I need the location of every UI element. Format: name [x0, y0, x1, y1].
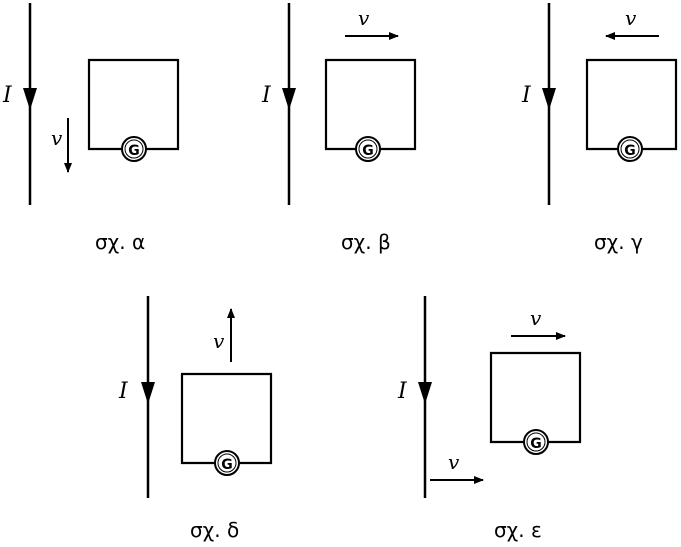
current-label-e: I: [397, 379, 408, 404]
svg-text:G: G: [128, 143, 140, 159]
velocity-label-d: v: [213, 329, 225, 353]
current-label-b: I: [261, 83, 272, 108]
velocity-label-e: v: [530, 306, 542, 330]
svg-text:G: G: [530, 436, 542, 452]
galvanometer-e: G: [523, 429, 549, 455]
loop-d: [180, 372, 273, 465]
galvanometer-a: G: [121, 136, 147, 162]
figure-c: I v G σχ. γ: [521, 3, 678, 254]
current-label-c: I: [521, 83, 532, 108]
figure-a: I v G σχ. α: [2, 3, 180, 254]
galvanometer-d: G: [214, 450, 240, 476]
caption-d: σχ. δ: [190, 518, 239, 542]
galvanometer-c: G: [617, 136, 643, 162]
current-arrow-d: [141, 382, 155, 404]
svg-text:G: G: [362, 143, 374, 159]
loop-b: [324, 58, 417, 151]
velocity-label-e-wire: v: [448, 450, 460, 474]
figure-b: I v G σχ. β: [261, 3, 417, 254]
loop-e: [489, 351, 582, 444]
current-arrow-b: [282, 88, 296, 110]
current-label-d: I: [118, 379, 129, 404]
caption-b: σχ. β: [341, 230, 391, 254]
current-arrow-c: [542, 88, 556, 110]
velocity-label-b: v: [358, 6, 370, 30]
caption-a: σχ. α: [95, 230, 145, 254]
svg-text:G: G: [624, 143, 636, 159]
current-label-a: I: [2, 83, 13, 108]
current-arrow-a: [23, 88, 37, 110]
caption-e: σχ. ε: [494, 518, 542, 542]
current-arrow-e: [418, 382, 432, 404]
figure-e: I v v G σχ. ε: [397, 296, 582, 542]
caption-c: σχ. γ: [594, 230, 643, 254]
loop-a: [87, 58, 180, 151]
svg-text:G: G: [221, 457, 233, 473]
velocity-label-c: v: [625, 6, 637, 30]
velocity-label-a: v: [51, 126, 63, 150]
figure-d: I v G σχ. δ: [118, 296, 273, 542]
loop-c: [585, 58, 678, 151]
galvanometer-b: G: [355, 136, 381, 162]
